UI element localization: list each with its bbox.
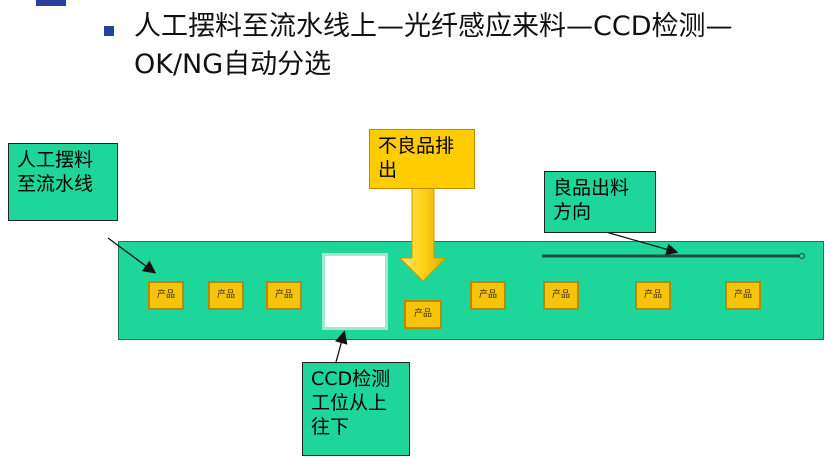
- product-1: 产品: [148, 281, 184, 310]
- callout-manual-loading: 人工摆料 至流水线: [8, 143, 118, 221]
- good-output-pointer: [605, 231, 679, 256]
- corner-decoration: [36, 0, 66, 6]
- product-label: 产品: [643, 290, 662, 300]
- callout-reject-out-line-2: 出: [378, 159, 398, 181]
- product-5: 产品: [470, 281, 506, 310]
- callout-ccd-station-line-3: 往下: [311, 416, 350, 438]
- product-8: 产品: [725, 281, 761, 310]
- product-label: 产品: [733, 290, 752, 300]
- callout-reject-out-line-1: 不良品排: [378, 135, 455, 157]
- product-label: 产品: [413, 309, 432, 319]
- manual-loading-pointer: [107, 237, 157, 274]
- product-6: 产品: [543, 281, 579, 310]
- product-3: 产品: [266, 281, 302, 310]
- headline-line-1: 人工摆料至流水线上—光纤感应来料—CCD检测—: [134, 11, 733, 42]
- product-label: 产品: [156, 290, 175, 300]
- callout-ccd-station: CCD检测 工位从上 往下: [302, 362, 410, 456]
- callout-reject-out: 不良品排 出: [369, 129, 475, 189]
- direction-line-end-dot: [799, 253, 805, 259]
- product-label: 产品: [478, 290, 497, 300]
- bullet-icon: [104, 26, 114, 36]
- product-2: 产品: [208, 281, 244, 310]
- callout-good-output-line-2: 方向: [553, 201, 592, 223]
- callout-ccd-station-line-1: CCD检测: [311, 368, 391, 390]
- callout-ccd-station-line-2: 工位从上: [311, 392, 388, 414]
- product-label: 产品: [216, 290, 235, 300]
- headline-line-2: OK/NG自动分选: [134, 49, 332, 80]
- ccd-inspection-station: [322, 253, 388, 330]
- product-label: 产品: [274, 290, 293, 300]
- product-7: 产品: [635, 281, 671, 310]
- headline: 人工摆料至流水线上—光纤感应来料—CCD检测— OK/NG自动分选: [134, 8, 814, 84]
- reject-down-arrow-icon: [398, 187, 448, 282]
- callout-good-output-direction: 良品出料 方向: [544, 171, 656, 233]
- callout-manual-loading-line-1: 人工摆料: [17, 149, 94, 171]
- callout-good-output-line-1: 良品出料: [553, 177, 630, 199]
- product-label: 产品: [551, 290, 570, 300]
- ccd-station-pointer: [334, 330, 348, 363]
- product-4-rejected: 产品: [404, 300, 442, 329]
- callout-manual-loading-line-2: 至流水线: [17, 173, 94, 195]
